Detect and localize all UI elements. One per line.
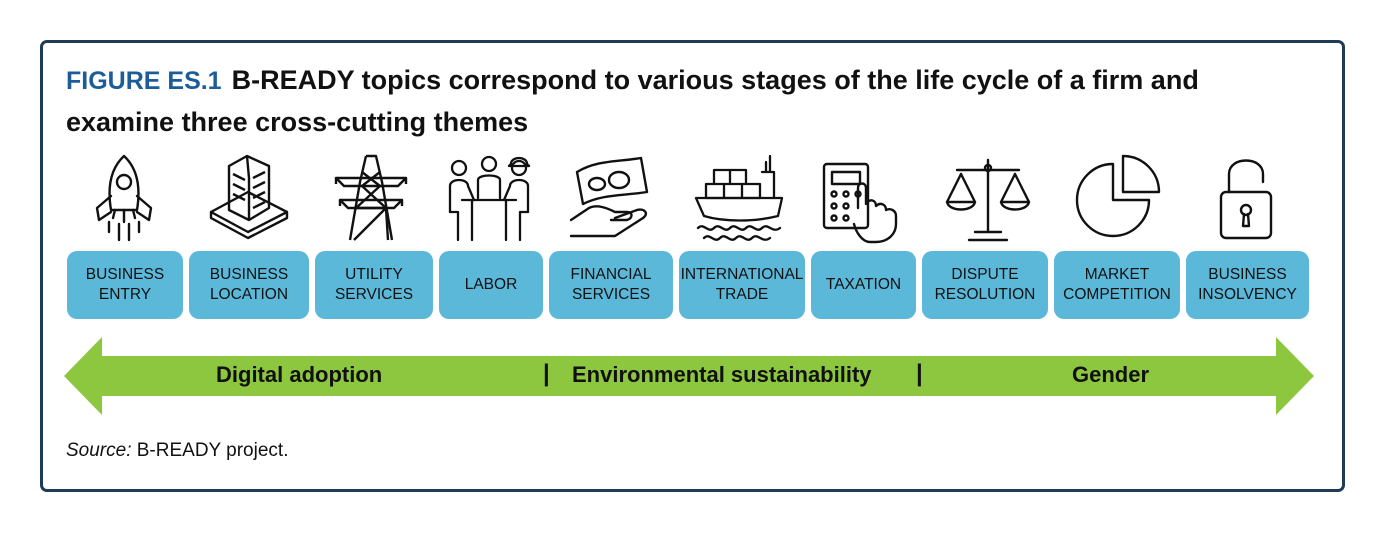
topic-box-business-location: BUSINESS LOCATION xyxy=(189,251,309,319)
rocket-icon xyxy=(79,152,169,244)
topic-box-market-competition: MARKET COMPETITION xyxy=(1054,251,1180,319)
topic-box-dispute-resolution: DISPUTE RESOLUTION xyxy=(922,251,1048,319)
source-note: Source: B-READY project. xyxy=(66,440,288,462)
themes-double-arrow xyxy=(64,337,1314,415)
topic-box-financial-services: FINANCIAL SERVICES xyxy=(549,251,673,319)
source-label: Source: xyxy=(66,440,132,461)
source-text: B-READY project. xyxy=(131,440,289,461)
money-hand-icon xyxy=(567,152,657,244)
topic-box-utility-services: UTILITY SERVICES xyxy=(315,251,433,319)
building-icon xyxy=(203,152,293,244)
scales-icon xyxy=(943,152,1033,244)
theme-separator: | xyxy=(916,360,923,387)
workers-icon xyxy=(444,152,534,244)
theme-environmental-sustainability: Environmental sustainability xyxy=(572,362,872,387)
topic-box-international-trade: INTERNATIONAL TRADE xyxy=(679,251,805,319)
calculator-icon xyxy=(818,152,908,244)
padlock-icon xyxy=(1201,152,1291,244)
figure-title-text: B-READY topics correspond to various sta… xyxy=(66,65,1199,137)
cargo-ship-icon xyxy=(694,152,784,244)
figure-label: FIGURE ES.1 xyxy=(66,67,222,95)
pie-chart-icon xyxy=(1073,152,1163,244)
theme-gender: Gender xyxy=(1072,362,1150,387)
power-tower-icon xyxy=(326,152,416,244)
theme-separator: | xyxy=(543,360,550,387)
topic-box-labor: LABOR xyxy=(439,251,543,319)
theme-digital-adoption: Digital adoption xyxy=(216,362,383,387)
topic-box-taxation: TAXATION xyxy=(811,251,916,319)
topic-box-business-insolvency: BUSINESS INSOLVENCY xyxy=(1186,251,1309,319)
topic-box-business-entry: BUSINESS ENTRY xyxy=(67,251,183,319)
